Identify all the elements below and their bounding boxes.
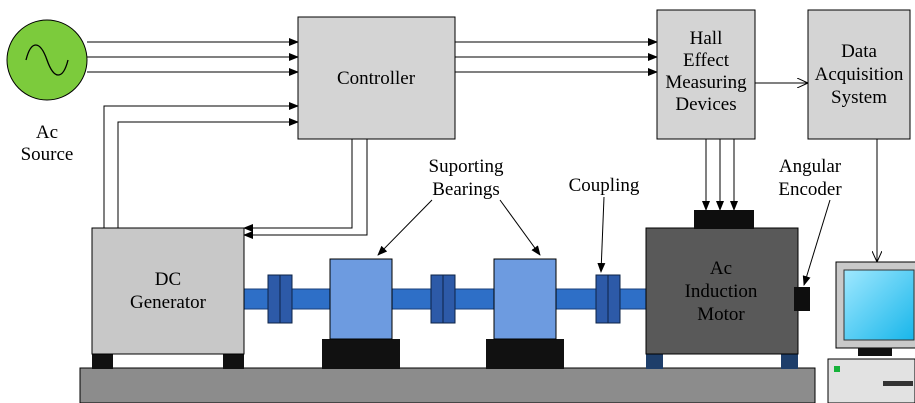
coupling-1 — [267, 274, 293, 324]
hall-sensor-block — [694, 210, 754, 229]
motor-label-3: Motor — [697, 304, 745, 325]
hall-effect-label-4: Devices — [675, 94, 736, 115]
controller-to-hall-arrows — [455, 38, 658, 76]
motor-foot-right — [781, 353, 798, 369]
monitor-stand — [858, 348, 892, 356]
ac-source-label-1: Ac — [36, 122, 58, 143]
generator-foot-right — [223, 353, 244, 369]
bearing-2 — [486, 258, 564, 369]
coupling-3 — [595, 274, 621, 324]
controller-label: Controller — [337, 68, 416, 89]
motor-label-1: Ac — [710, 258, 732, 279]
data-acquisition-box: Data Acquisition System — [807, 9, 911, 140]
source-to-controller-arrows — [87, 38, 299, 76]
encoder-label-2: Encoder — [778, 179, 842, 200]
motor-to-hall-arrows — [702, 139, 738, 211]
encoder-callout: Angular Encoder — [778, 156, 842, 286]
bearings-callout: Suporting Bearings — [377, 156, 541, 256]
ac-induction-motor: Ac Induction Motor — [645, 210, 810, 369]
dc-generator: DC Generator — [91, 227, 245, 369]
coupling-label: Coupling — [569, 175, 640, 196]
dc-generator-label-1: DC — [155, 269, 181, 290]
coupling-callout: Coupling — [569, 175, 640, 273]
motor-foot-left — [646, 353, 663, 369]
hall-effect-label-2: Effect — [683, 50, 730, 71]
motor-label-2: Induction — [685, 281, 758, 302]
monitor-screen — [843, 269, 915, 341]
generator-foot-left — [92, 353, 113, 369]
hall-effect-label-3: Measuring — [665, 72, 747, 93]
bearings-label-1: Suporting — [429, 156, 504, 177]
base-plate — [79, 367, 816, 403]
coupling-2 — [430, 274, 456, 324]
power-led-icon — [834, 366, 840, 372]
hall-effect-label-1: Hall — [690, 28, 723, 49]
daq-label-2: Acquisition — [815, 64, 904, 85]
bearing-1 — [322, 258, 400, 369]
bearings-label-2: Bearings — [432, 179, 500, 200]
encoder-label-1: Angular — [779, 156, 842, 177]
daq-label-3: System — [831, 87, 887, 108]
sine-wave-icon — [25, 44, 69, 76]
dc-generator-label-2: Generator — [130, 292, 207, 313]
angular-encoder-block — [794, 287, 810, 311]
controller-box: Controller — [297, 16, 456, 140]
generator-to-controller-arrows — [103, 102, 299, 228]
ac-source-label-2: Source — [21, 144, 74, 165]
computer-icon — [827, 261, 915, 403]
ac-source: Ac Source — [6, 19, 88, 165]
daq-label-1: Data — [841, 41, 877, 62]
controller-to-generator-arrows — [243, 139, 368, 239]
drive-slot-icon — [883, 381, 913, 386]
hall-effect-box: Hall Effect Measuring Devices — [656, 9, 756, 140]
